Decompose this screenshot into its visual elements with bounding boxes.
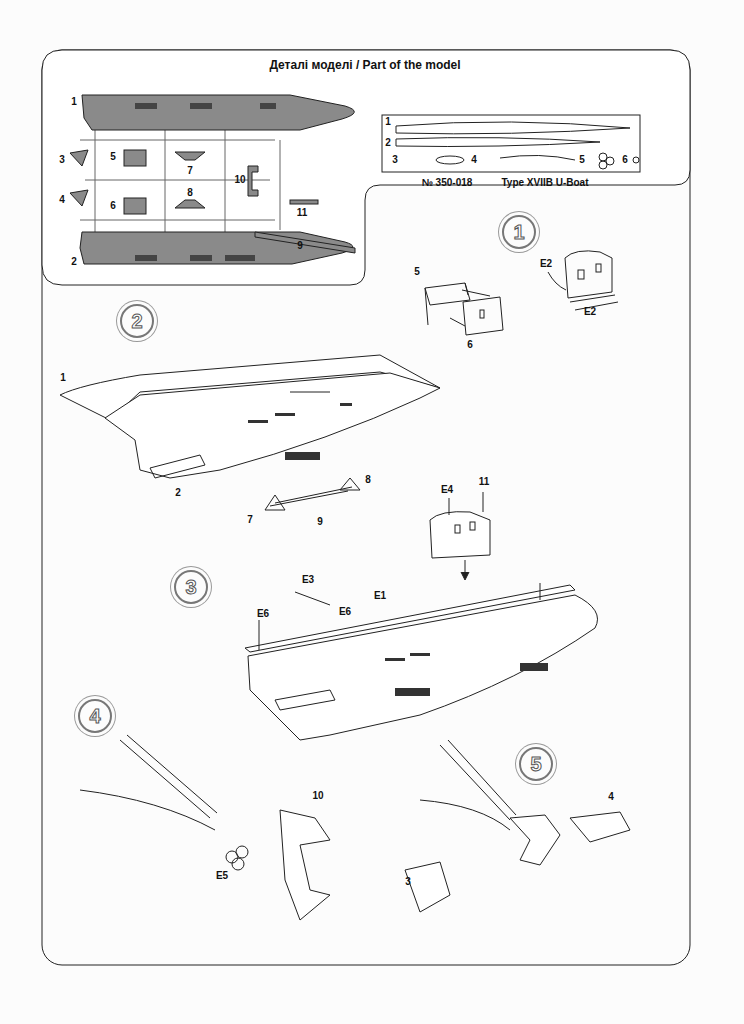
step-circle: 1 — [502, 215, 536, 249]
callout-number: 1 — [60, 373, 66, 383]
callout-number: 7 — [247, 515, 253, 525]
callout-number: E6 — [257, 609, 269, 619]
callout-number: 2 — [175, 488, 181, 498]
step-circle: 2 — [120, 304, 154, 338]
callout-number: E3 — [302, 575, 314, 585]
callout-number: 2 — [385, 138, 391, 148]
callout-number: 6 — [467, 340, 473, 350]
panel-title: Деталі моделі / Part of the model — [269, 58, 460, 72]
step-number: 4 — [89, 705, 100, 728]
step-circle: 4 — [78, 699, 112, 733]
callout-number: E2 — [540, 259, 552, 269]
callout-number: 4 — [608, 792, 614, 802]
callout-number: 4 — [471, 155, 477, 165]
callout-number: 5 — [579, 155, 585, 165]
callout-number: № 350-018 — [422, 178, 473, 188]
step-number: 1 — [513, 221, 524, 244]
callout-number: 8 — [365, 475, 371, 485]
callout-number: 5 — [110, 152, 116, 162]
callout-number: 3 — [59, 155, 65, 165]
step-number: 5 — [530, 753, 541, 776]
callout-number: E4 — [441, 485, 453, 495]
callout-number: 1 — [71, 97, 77, 107]
callout-number: E2 — [584, 307, 596, 317]
callout-number: 5 — [414, 267, 420, 277]
callout-number: E5 — [216, 871, 228, 881]
callout-number: 8 — [187, 188, 193, 198]
callout-number: 6 — [110, 201, 116, 211]
callout-number: 1 — [385, 117, 391, 127]
callout-number: 3 — [405, 877, 411, 887]
step-circle: 3 — [174, 570, 208, 604]
step-number: 2 — [131, 310, 142, 333]
callout-number: 3 — [392, 155, 398, 165]
callout-number: E6 — [339, 607, 351, 617]
callout-number: 9 — [297, 241, 303, 251]
callout-number: 7 — [187, 166, 193, 176]
callout-number: 9 — [317, 517, 323, 527]
callout-number: Type XVIIB U-Boat — [501, 178, 588, 188]
step-number: 3 — [185, 576, 196, 599]
callout-number: 11 — [297, 208, 308, 218]
step-circle: 5 — [519, 747, 553, 781]
callout-number: 10 — [234, 175, 245, 185]
callout-number: E1 — [374, 591, 386, 601]
callout-number: 4 — [59, 195, 65, 205]
callout-number: 10 — [312, 791, 323, 801]
callout-number: 11 — [479, 477, 490, 487]
callout-number: 6 — [622, 155, 628, 165]
callout-number: 2 — [71, 257, 77, 267]
